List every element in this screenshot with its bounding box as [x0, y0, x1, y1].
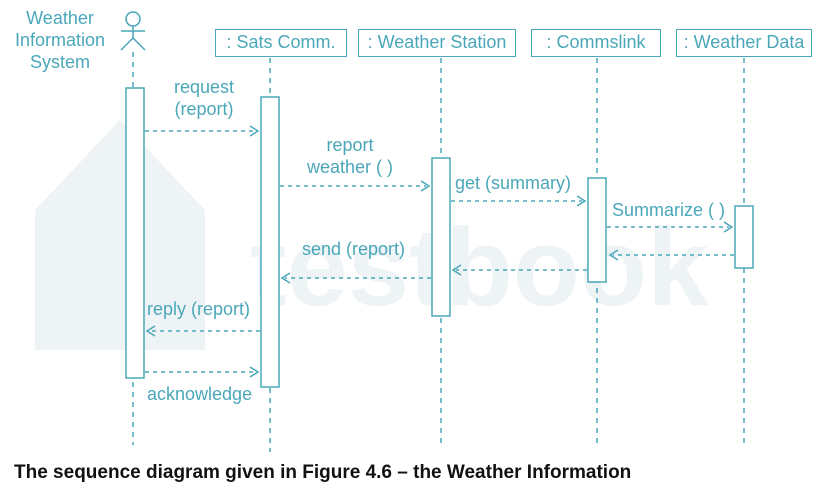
- message-report-weather-line-2: weather ( ): [306, 157, 394, 177]
- activation-commslink: [587, 177, 607, 283]
- message-reply-report: reply (report): [147, 299, 251, 319]
- activation-sats-comm: [260, 96, 280, 388]
- figure-caption: The sequence diagram given in Figure 4.6…: [14, 462, 632, 483]
- actor-name: Weather Information System: [14, 7, 106, 73]
- message-request: request (report): [158, 76, 250, 120]
- actor-name-line-2: Information: [14, 30, 106, 50]
- message-send-report: send (report): [302, 239, 406, 259]
- actor-name-line-1: Weather: [26, 8, 94, 28]
- message-request-line-1: request: [173, 77, 235, 97]
- message-report-weather-line-1: report: [326, 135, 374, 155]
- object-weather-data: : Weather Data: [676, 29, 812, 57]
- activation-actor: [125, 87, 145, 379]
- activation-weather-station: [431, 157, 451, 317]
- object-commslink: : Commslink: [531, 29, 661, 57]
- actor-name-line-3: System: [29, 52, 90, 72]
- object-weather-station: : Weather Station: [358, 29, 516, 57]
- activation-weather-data: [734, 205, 754, 269]
- message-get-summary: get (summary): [455, 173, 572, 193]
- object-sats-comm: : Sats Comm.: [215, 29, 347, 57]
- watermark-text: testbook: [250, 206, 709, 329]
- message-acknowledge: acknowledge: [147, 384, 253, 404]
- message-request-line-2: (report): [174, 99, 234, 119]
- message-summarize: Summarize ( ): [612, 200, 726, 220]
- actor-icon: [120, 11, 146, 51]
- message-report-weather: report weather ( ): [298, 134, 402, 178]
